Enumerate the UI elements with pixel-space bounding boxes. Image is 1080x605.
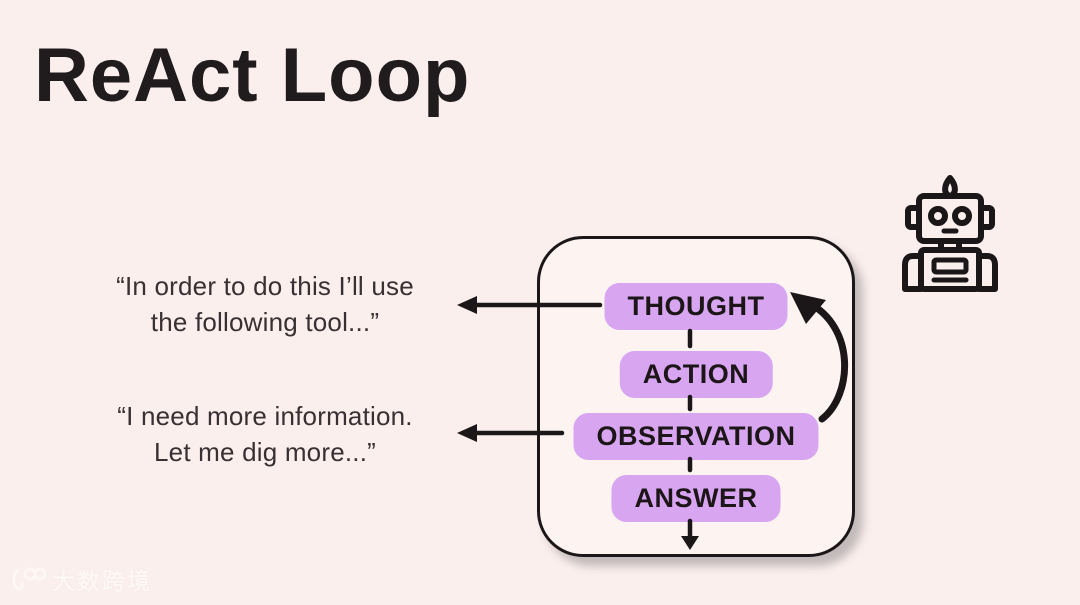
react-loop-box: THOUGHT ACTION OBSERVATION ANSWER xyxy=(537,236,855,557)
robot-icon xyxy=(902,175,998,292)
watermark-text: 大数跨境 xyxy=(52,568,152,594)
quote-observation-line2: Let me dig more...” xyxy=(154,437,376,467)
step-observation: OBSERVATION xyxy=(573,413,819,460)
quote-observation: “I need more information. Let me dig mor… xyxy=(70,398,460,470)
watermark: 大数跨境 xyxy=(10,562,152,596)
step-answer: ANSWER xyxy=(611,475,781,522)
page-title: ReAct Loop xyxy=(34,33,471,118)
watermark-logo-icon xyxy=(12,567,46,591)
quote-thought-line1: “In order to do this I’ll use xyxy=(116,271,414,301)
step-thought: THOUGHT xyxy=(604,283,788,330)
quote-observation-line1: “I need more information. xyxy=(117,401,413,431)
quote-thought: “In order to do this I’ll use the follow… xyxy=(70,268,460,340)
quote-thought-line2: the following tool...” xyxy=(150,307,380,337)
step-action: ACTION xyxy=(619,351,773,398)
